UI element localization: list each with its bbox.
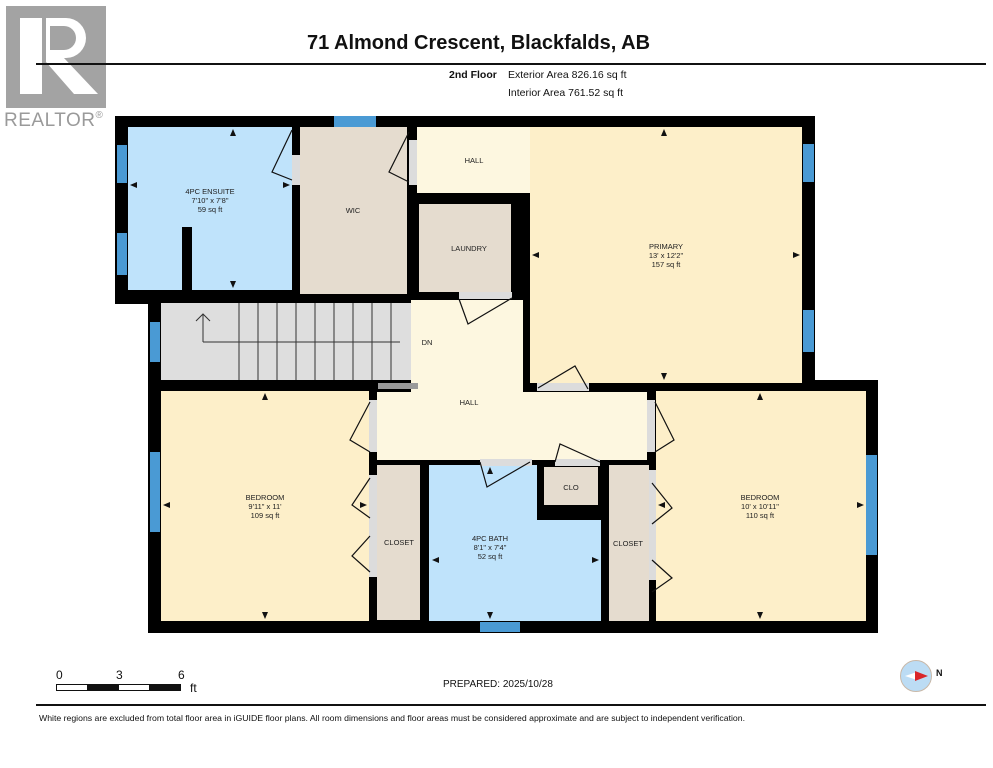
hall-main-name: HALL (460, 398, 479, 407)
bedroom-left-area: 109 sq ft (251, 511, 281, 520)
hall-top-name: HALL (465, 156, 484, 165)
header-divider (36, 63, 986, 65)
bedroom-left-dims: 9'11" x 11' (248, 502, 282, 511)
bedroom-right-name: BEDROOM (741, 493, 780, 502)
scale-tick-3: 3 (116, 668, 123, 682)
door-openings (292, 140, 656, 580)
room-clo (544, 467, 598, 505)
room-laundry (419, 204, 511, 292)
laundry-name: LAUNDRY (451, 244, 487, 253)
room-bedroom-left (161, 391, 369, 621)
interior-area: Interior Area 761.52 sq ft (508, 87, 623, 99)
stairs-label: DN (422, 338, 433, 347)
ensuite-dims: 7'10" x 7'8" (192, 196, 229, 205)
room-closet-right (609, 465, 649, 621)
primary-area: 157 sq ft (652, 260, 682, 269)
door-swings (271, 129, 675, 593)
exterior-area: Exterior Area 826.16 sq ft (508, 69, 627, 81)
prepared-date: PREPARED: 2025/10/28 (443, 679, 553, 690)
room-hall-top (417, 127, 530, 193)
footer-divider (36, 704, 986, 706)
primary-name: PRIMARY (649, 242, 683, 251)
stair-landing (378, 383, 418, 389)
bedroom-right-area: 110 sq ft (746, 511, 775, 520)
ensuite-name: 4PC ENSUITE (185, 187, 234, 196)
room-primary (530, 127, 802, 383)
bedroom-left-name: BEDROOM (246, 493, 285, 502)
room-closet-left (377, 465, 420, 620)
scale-tick-6: 6 (178, 668, 185, 682)
compass-north-label: N (936, 668, 943, 678)
clo-name: CLO (563, 483, 579, 492)
bath-name: 4PC BATH (472, 534, 508, 543)
scale-segment (118, 684, 150, 691)
primary-dims: 13' x 12'2" (649, 251, 684, 260)
room-hall-main (411, 300, 523, 392)
bath-area: 52 sq ft (478, 552, 504, 561)
page-title: 71 Almond Crescent, Blackfalds, AB (306, 32, 651, 54)
wic-name: WIC (346, 206, 361, 215)
scale-tick-0: 0 (56, 668, 63, 682)
floor-name: 2nd Floor (449, 69, 497, 81)
windows (117, 116, 877, 632)
scale-segment (56, 684, 88, 691)
closet-right-name: CLOSET (613, 539, 643, 548)
scale-segment (87, 684, 119, 691)
dimension-arrows (130, 129, 864, 619)
bedroom-right-dims: 10' x 10'11" (741, 502, 779, 511)
realtor-logo (6, 6, 106, 108)
realtor-wordmark: REALTOR® (4, 110, 104, 131)
room-ensuite (128, 127, 292, 290)
stair-treads (195, 303, 400, 380)
compass-icon (900, 660, 932, 692)
room-bedroom-right (656, 391, 866, 621)
bath-dims: 8'1" x 7'4" (474, 543, 507, 552)
disclaimer-text: White regions are excluded from total fl… (39, 713, 745, 723)
room-wic (300, 127, 407, 294)
closet-left-name: CLOSET (384, 538, 414, 547)
realtor-r-icon (20, 18, 98, 94)
ensuite-area: 59 sq ft (198, 205, 224, 214)
scale-unit: ft (190, 681, 197, 695)
scale-segment (149, 684, 181, 691)
